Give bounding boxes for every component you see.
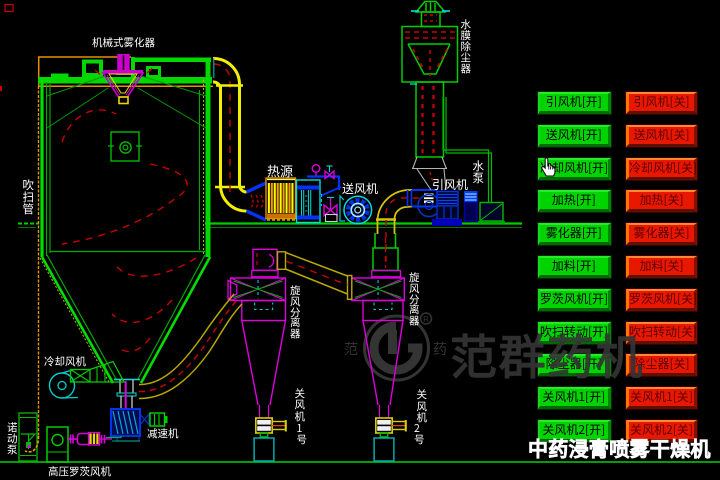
svg-text:药: 药 (433, 339, 447, 359)
svg-text:范: 范 (344, 339, 358, 359)
svg-text:R: R (423, 314, 429, 325)
